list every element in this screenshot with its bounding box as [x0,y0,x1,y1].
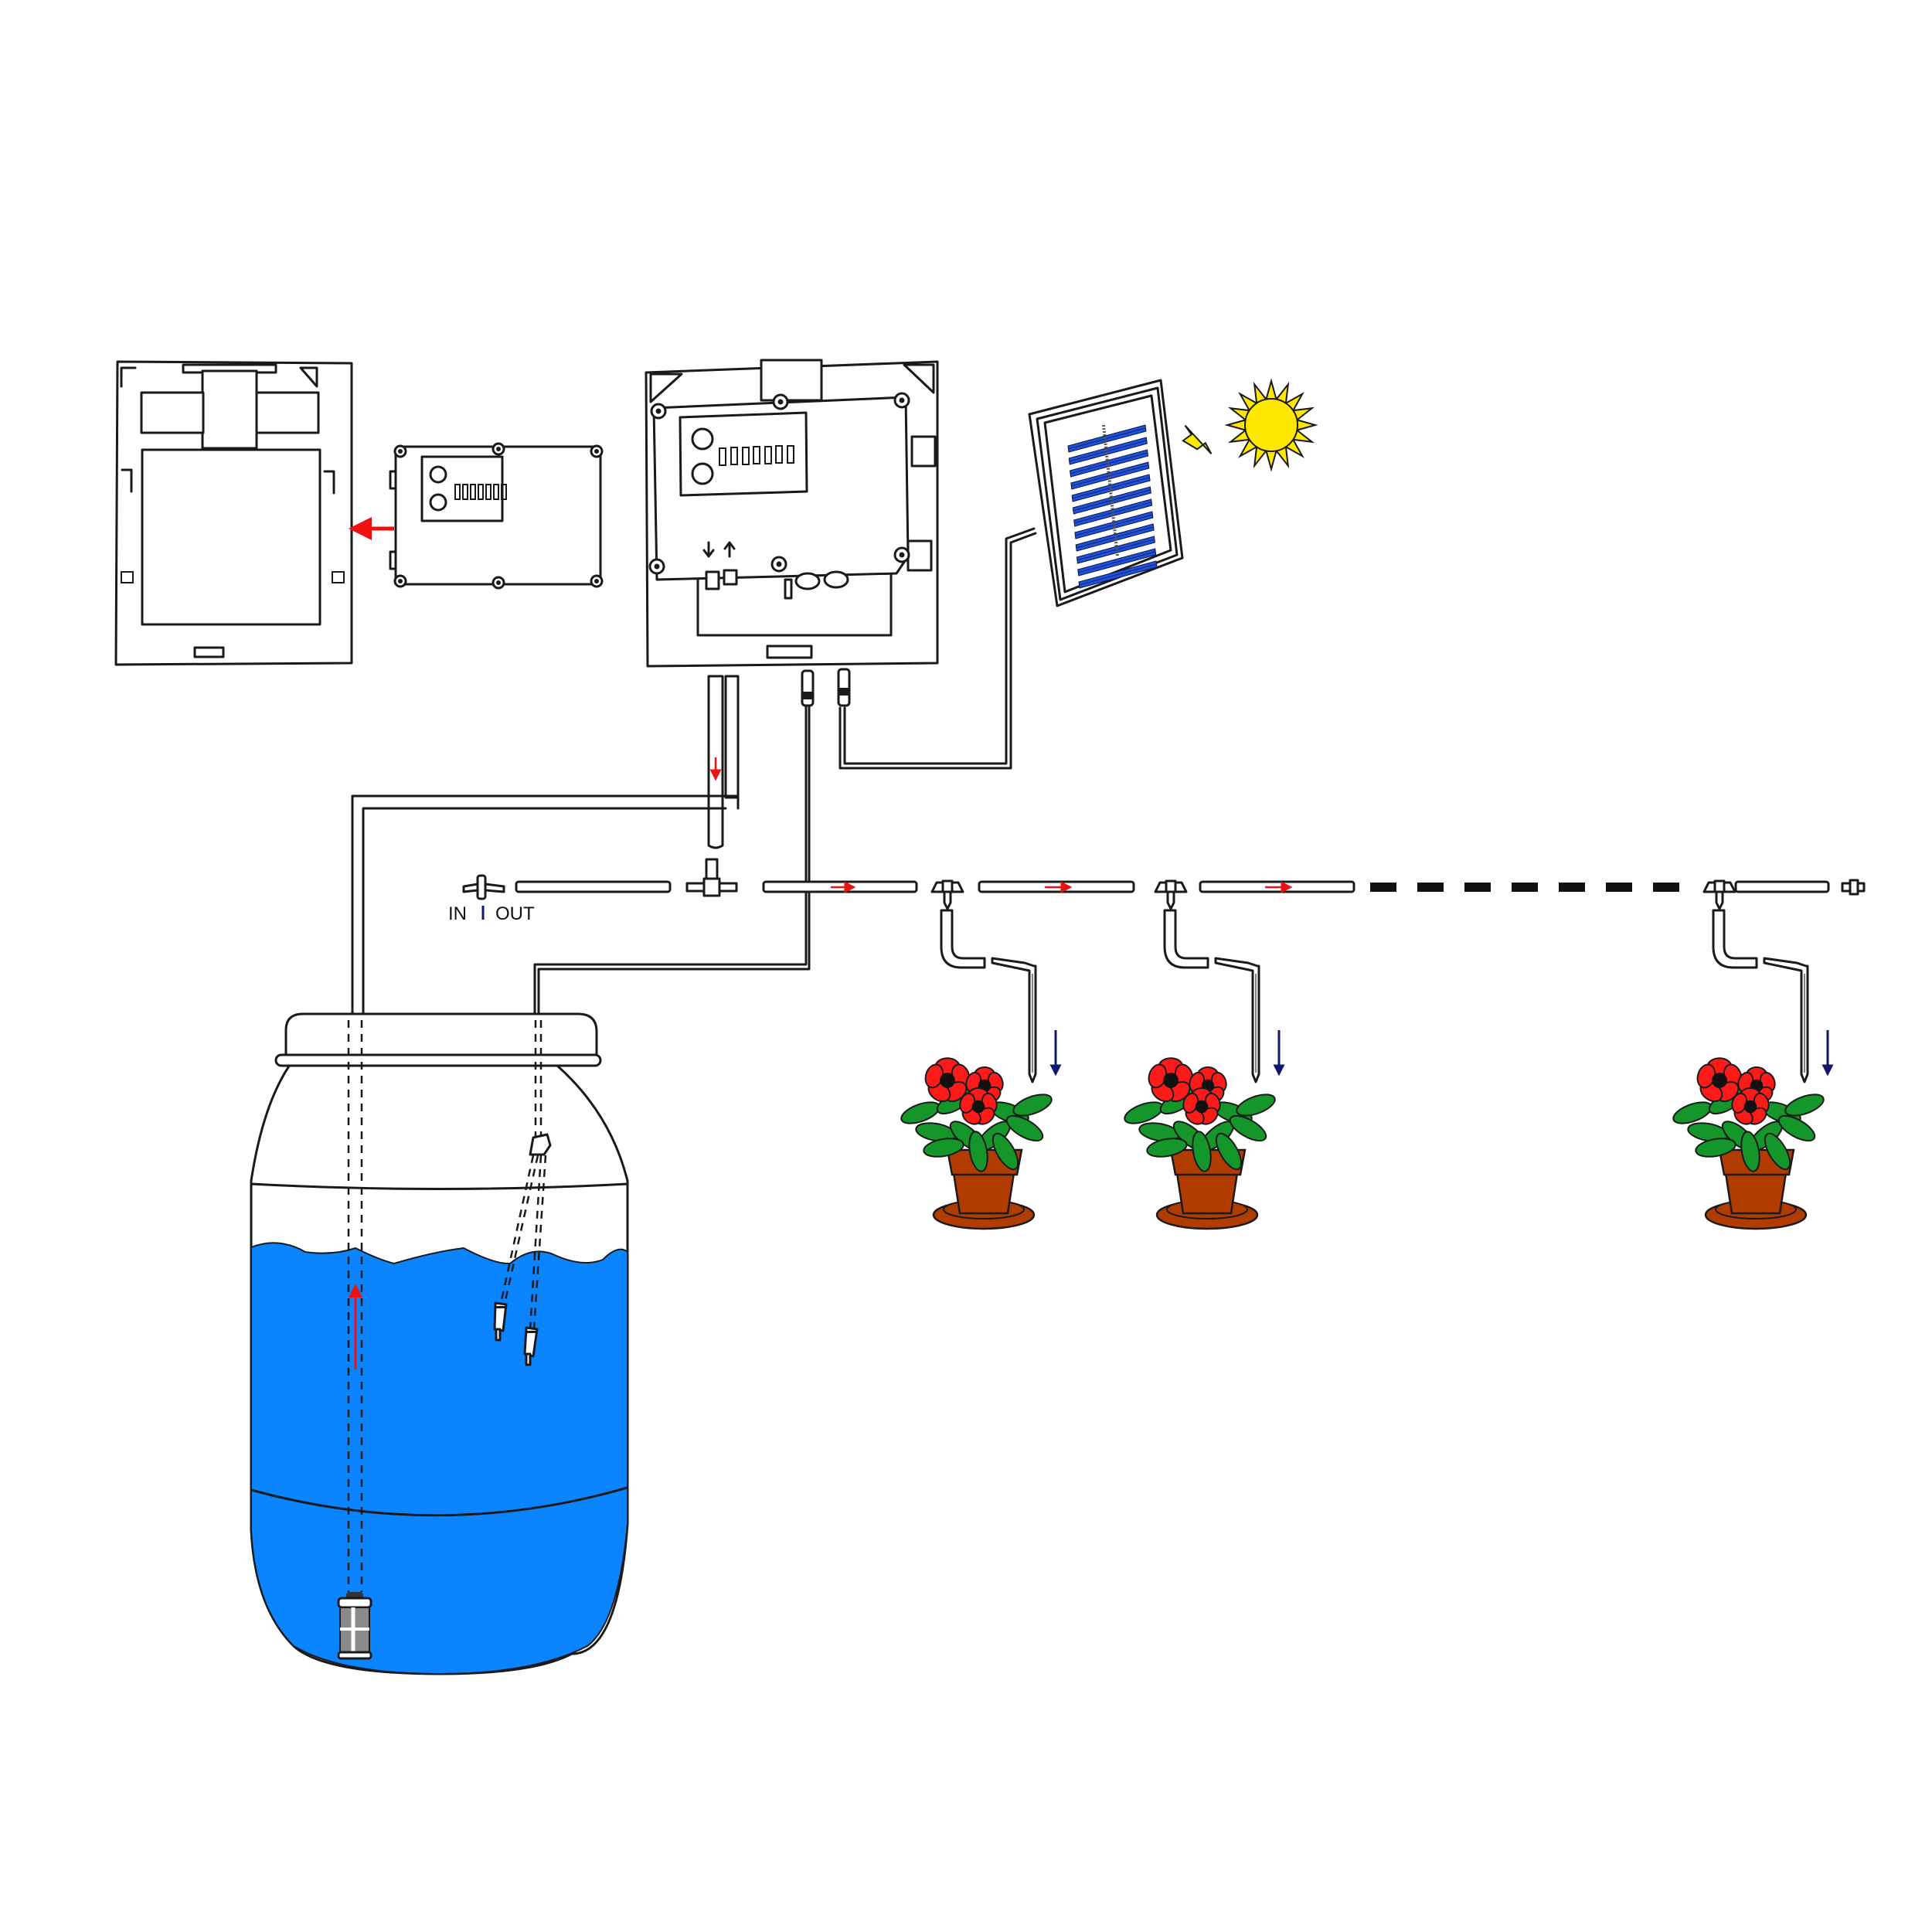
continuation-dash [1559,883,1585,892]
solar-cell-row [1077,548,1157,577]
drip-branch [900,879,1062,1230]
controller-unit [389,442,604,590]
flower [959,1087,998,1125]
leaf [1005,1114,1044,1142]
branch-tube [940,909,986,969]
solar-cell-row [1075,523,1155,552]
flower [1731,1087,1770,1125]
sunlight-arrow-icon [1182,424,1213,454]
continuation-dashes [1370,883,1679,892]
port-arrow-up-icon [723,541,736,558]
pump-hose [707,675,740,849]
branch-tube [1163,909,1209,969]
continuation-dash [1417,883,1444,892]
solar-cell-row [1076,536,1156,564]
drip-branch [1672,879,1834,1230]
leaf [1777,1114,1816,1142]
controller-button-1 [429,465,447,484]
continuation-dash [1606,883,1632,892]
potted-plant [1124,1057,1276,1230]
controller-button-2 [429,493,447,512]
branch-tube [1712,909,1758,969]
port-arrow-down-icon [702,541,715,558]
drip-stake [1763,957,1809,1083]
drip-branch [1124,879,1285,1230]
solar-busbar [1102,424,1119,557]
branch-tee [1154,879,1188,910]
valve-out-label: OUT [495,903,535,924]
continuation-dash [1512,883,1538,892]
continuation-dash [1464,883,1491,892]
leaf [1146,1138,1188,1158]
tee-connector [685,858,738,897]
continuation-dash [1370,883,1396,892]
solar-cell-row [1074,511,1154,539]
leaf [968,1131,988,1172]
led-display [454,484,507,500]
level-sensor-probe-high [493,1301,508,1342]
sun-icon [1224,378,1318,472]
solar-cell-row [1067,424,1147,453]
flower [1696,1057,1743,1103]
mounting-plate [114,360,353,666]
branch-tee [930,879,964,910]
potted-plant [900,1057,1053,1230]
mounted-led-display [719,445,794,466]
solar-cell-row [1072,486,1151,515]
leaf [992,1132,1019,1171]
sensor-connectors [801,668,851,707]
drip-stake [1214,957,1260,1083]
leaf [1740,1131,1760,1172]
leaf [1215,1132,1243,1171]
valve-in-label: IN [448,903,467,924]
flower [1148,1057,1194,1103]
mounted-button-2 [691,462,714,485]
continuation-dash [1653,883,1679,892]
water-barrel [250,1012,629,1675]
leaf [1192,1131,1212,1172]
end-plug [1841,879,1866,896]
leaf [1695,1138,1736,1158]
water-fill [250,1242,628,1675]
leaf [1236,1094,1276,1117]
flower [924,1057,971,1103]
leaf [1229,1114,1267,1142]
mounted-controller [645,359,939,668]
level-sensor-probe-low [523,1326,539,1366]
drip-tube-segment [1734,880,1830,893]
mounted-button-1 [691,427,714,451]
solar-cells [1067,424,1158,589]
drip-tube-segment [515,880,672,893]
drip-stake [991,957,1037,1083]
solar-panel [1028,379,1184,607]
branch-tee [1702,879,1736,910]
check-valve [462,874,505,900]
flower [1182,1087,1221,1125]
intake-filter [337,1592,372,1660]
solar-cell-row [1071,474,1151,502]
leaf [1784,1094,1825,1117]
solar-cell-row [1073,498,1153,527]
solar-cell-row [1078,560,1158,589]
leaf [1012,1094,1053,1117]
leaf [1764,1132,1791,1171]
sensor-clip [529,1133,552,1156]
potted-plant [1672,1057,1825,1230]
leaf [923,1138,964,1158]
